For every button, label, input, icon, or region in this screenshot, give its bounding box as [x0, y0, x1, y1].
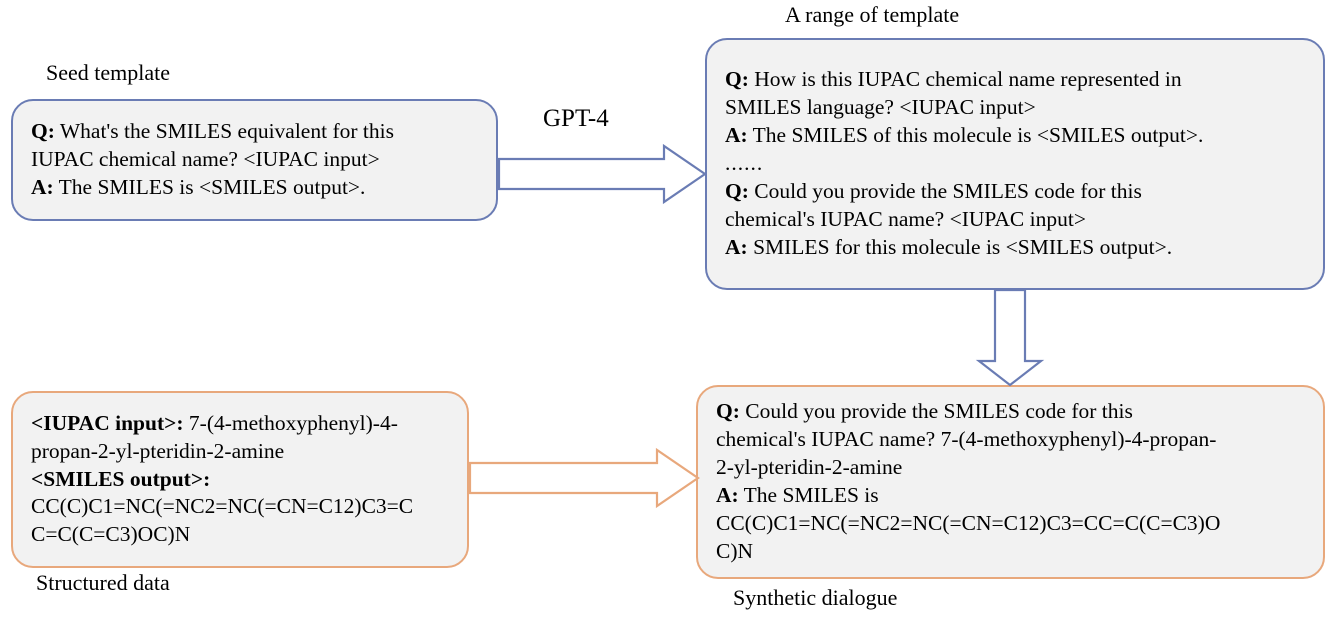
- box-seed-template-text: Q: What's the SMILES equivalent for this…: [31, 119, 394, 199]
- box-range-of-template-text: Q: How is this IUPAC chemical name repre…: [725, 67, 1204, 259]
- arrow-gpt4: [498, 143, 708, 205]
- arrow-template-to-dialogue: [975, 289, 1045, 387]
- box-seed-template: Q: What's the SMILES equivalent for this…: [11, 99, 498, 221]
- box-range-of-template: Q: How is this IUPAC chemical name repre…: [705, 38, 1325, 290]
- caption-synthetic-dialogue: Synthetic dialogue: [733, 585, 898, 610]
- box-synthetic-dialogue-text: Q: Could you provide the SMILES code for…: [716, 399, 1221, 563]
- arrow-gpt4-label: GPT-4: [543, 105, 609, 132]
- arrow-data-to-dialogue: [469, 447, 701, 509]
- caption-seed-template: Seed template: [46, 60, 171, 85]
- caption-range-of-template: A range of template: [785, 2, 960, 27]
- box-structured-data: <IUPAC input>: 7-(4-methoxyphenyl)-4-pro…: [11, 391, 469, 568]
- box-structured-data-text: <IUPAC input>: 7-(4-methoxyphenyl)-4-pro…: [31, 410, 414, 547]
- box-synthetic-dialogue: Q: Could you provide the SMILES code for…: [696, 385, 1325, 579]
- caption-structured-data: Structured data: [36, 570, 170, 595]
